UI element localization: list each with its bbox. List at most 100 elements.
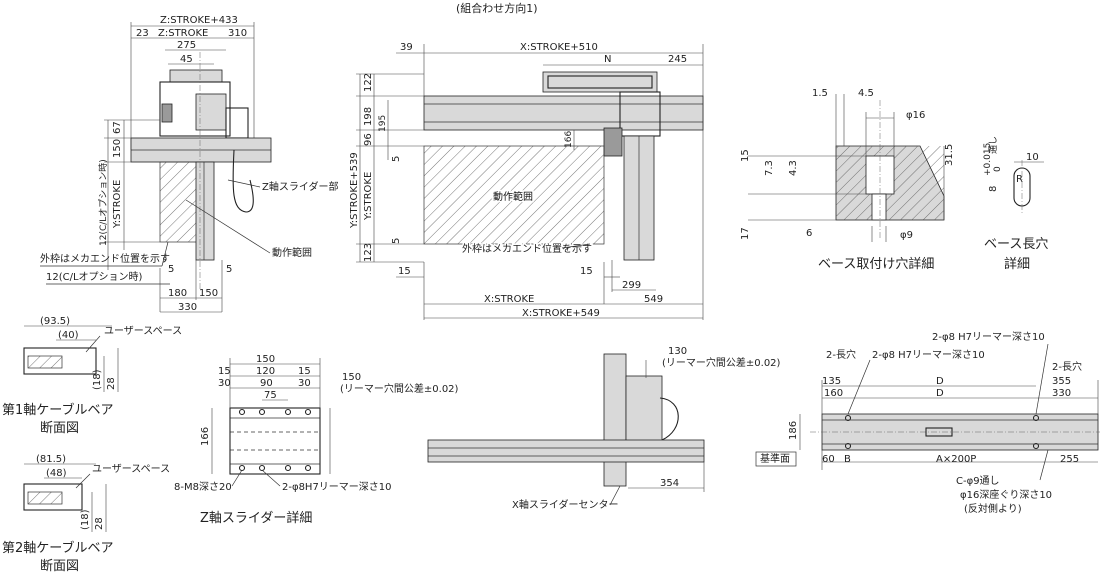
dim-b: B xyxy=(844,454,851,465)
dim-75-z: 75 xyxy=(264,390,277,401)
dim-4-5: 4.5 xyxy=(858,88,874,99)
slot-radius: R xyxy=(1016,174,1023,185)
c-hole-1: C-φ9通し xyxy=(956,475,1000,487)
c-hole-2: φ16深座ぐり深さ10 xyxy=(960,488,1052,501)
reamer-tol-z-1: 150 xyxy=(342,372,361,383)
dim-198: 198 xyxy=(363,107,374,126)
dim-5-a: 5 xyxy=(168,264,174,275)
slot-through: 通し xyxy=(988,136,999,154)
front-view: 39 X:STROKE+510 N 245 動作範囲 外枠はメカエンド位置を示す… xyxy=(349,42,704,320)
dim-166-z: 166 xyxy=(200,427,211,446)
dim-31-5: 31.5 xyxy=(944,144,955,166)
dim-160: 160 xyxy=(824,388,843,399)
title-cable-2-a: 第2軸ケーブルベア xyxy=(2,540,114,556)
dim-d-a: D xyxy=(936,376,944,387)
tap-holes-z: 8-M8深さ20 xyxy=(174,481,232,493)
dim-354: 354 xyxy=(660,478,679,489)
dim-z-stroke-433: Z:STROKE+433 xyxy=(160,15,238,26)
dim-x-stroke-510: X:STROKE+510 xyxy=(520,42,598,53)
dim-39: 39 xyxy=(400,42,413,53)
dim-166-front: 166 xyxy=(564,131,574,148)
title-cable-1-b: 断面図 xyxy=(40,421,79,436)
x-slider-view: 130 (リーマー穴間公差±0.02) 354 X軸スライダーセンター xyxy=(427,346,781,511)
cable-bear-2-section: (81.5) (48) (18) 28 ユーザースペース 第2軸ケーブルベア 断… xyxy=(2,454,170,573)
dim-y-stroke: Y:STROKE xyxy=(112,180,123,229)
dim-30-z-b: 30 xyxy=(298,378,311,389)
side-view: Z:STROKE+433 23 Z:STROKE 310 275 45 67 1 xyxy=(40,15,338,313)
dim-1-5: 1.5 xyxy=(812,88,828,99)
reamer-tol-x: (リーマー穴間公差±0.02) xyxy=(662,356,781,369)
combo-direction-label: (組合わせ方向1) xyxy=(456,1,538,15)
reamer-tol-z-2: (リーマー穴間公差±0.02) xyxy=(340,382,459,395)
dim-4-3: 4.3 xyxy=(788,160,799,176)
dim-30-z-a: 30 xyxy=(218,378,231,389)
dim-130-x: 130 xyxy=(668,346,687,357)
dim-195: 195 xyxy=(378,115,388,132)
dim-18-c2: (18) xyxy=(80,509,91,530)
dim-135: 135 xyxy=(822,376,841,387)
dim-330-base: 330 xyxy=(1052,388,1071,399)
dim-n: N xyxy=(604,54,611,65)
dim-y-stroke-front: Y:STROKE xyxy=(363,172,374,221)
dim-90-z: 90 xyxy=(260,378,273,389)
dim-67: 67 xyxy=(112,121,123,134)
dim-cl-option-v: 12(C/Lオプション時) xyxy=(98,159,109,246)
dim-5-front-b: 5 xyxy=(391,238,402,244)
dim-96: 96 xyxy=(363,133,374,146)
dim-x-stroke-549: X:STROKE+549 xyxy=(522,308,600,319)
slot-right-base: 2-長穴 xyxy=(1052,360,1082,373)
dim-a-200p: A×200P xyxy=(936,454,976,465)
slot-tol-lower: 0 xyxy=(993,166,1003,172)
dim-549: 549 xyxy=(644,294,663,305)
dim-28-c1: 28 xyxy=(106,377,117,390)
datum-surface: 基準面 xyxy=(760,452,790,465)
dim-5-front-a: 5 xyxy=(391,156,402,162)
reamer-holes-z: 2-φ8H7リーマー深さ10 xyxy=(282,481,392,493)
user-space-2: ユーザースペース xyxy=(92,463,170,475)
dim-15-detail: 15 xyxy=(740,149,751,162)
base-plan: 2-φ8 H7リーマー深さ10 2-φ8 H7リーマー深さ10 2-長穴 2-長… xyxy=(755,331,1100,515)
dim-150-z: 150 xyxy=(256,354,275,365)
dim-186: 186 xyxy=(788,421,799,440)
dim-5-b: 5 xyxy=(226,264,232,275)
z-slider-detail: 150 15 120 15 30 90 30 75 166 150 (リーマー穴… xyxy=(174,354,459,526)
dim-275: 275 xyxy=(177,40,196,51)
base-hole-detail: 1.5 4.5 φ16 31.5 15 7.3 4.3 6 17 φ9 ベース取… xyxy=(740,88,955,272)
dim-d-b: D xyxy=(936,388,944,399)
dim-10-slot: 10 xyxy=(1026,152,1039,163)
slot-left-base: 2-長穴 xyxy=(826,348,856,361)
slot-detail: 10 R 8 +0.015 0 通し ベース長穴 詳細 xyxy=(983,136,1048,272)
label-motion-range-side: 動作範囲 xyxy=(272,246,312,259)
dim-48: (48) xyxy=(46,468,67,479)
dim-15-front-a: 15 xyxy=(398,266,411,277)
c-hole-3: (反対側より) xyxy=(964,502,1022,515)
label-z-slider: Z軸スライダー部 xyxy=(262,180,338,193)
dim-81-5: (81.5) xyxy=(36,454,66,465)
reamer-top-base: 2-φ8 H7リーマー深さ10 xyxy=(932,331,1045,343)
dim-60: 60 xyxy=(822,454,835,465)
dim-150-h: 150 xyxy=(199,288,218,299)
dim-123: 123 xyxy=(363,243,374,262)
label-mecha-end-side: 外枠はメカエンド位置を示す xyxy=(40,252,170,265)
dim-45: 45 xyxy=(180,54,193,65)
title-cable-1-a: 第1軸ケーブルベア xyxy=(2,402,114,418)
dim-40: (40) xyxy=(58,330,79,341)
title-z-slider-detail: Z軸スライダー詳細 xyxy=(200,510,312,526)
title-slot-detail-2: 詳細 xyxy=(1004,256,1030,272)
dim-120-z: 120 xyxy=(256,366,275,377)
dim-255: 255 xyxy=(1060,454,1079,465)
dim-18-c1: (18) xyxy=(92,369,103,390)
dim-x-stroke: X:STROKE xyxy=(484,294,534,305)
dim-15-z-a: 15 xyxy=(218,366,231,377)
dim-6: 6 xyxy=(806,228,812,239)
dim-93-5: (93.5) xyxy=(40,316,70,327)
dim-z-stroke: Z:STROKE xyxy=(158,28,208,39)
dim-phi16: φ16 xyxy=(906,110,925,121)
dim-299: 299 xyxy=(622,280,641,291)
title-base-hole-detail: ベース取付け穴詳細 xyxy=(818,256,934,272)
dim-y-stroke-539: Y:STROKE+539 xyxy=(349,152,360,229)
title-cable-2-b: 断面図 xyxy=(40,559,79,573)
dim-180: 180 xyxy=(168,288,187,299)
label-motion-range-front: 動作範囲 xyxy=(493,190,533,203)
